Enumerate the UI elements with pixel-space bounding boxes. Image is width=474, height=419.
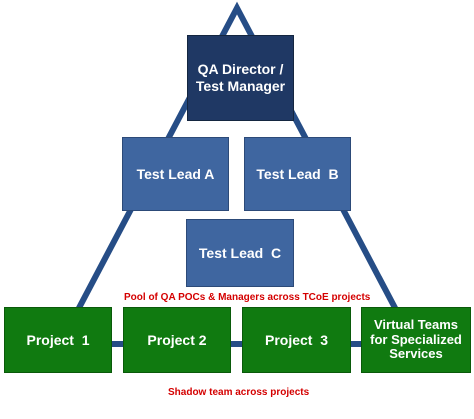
project-1-box: Project 1 — [4, 307, 112, 373]
virtual-teams-line3: Services — [389, 346, 443, 362]
test-lead-c-box: Test Lead C — [186, 219, 294, 287]
project-1-label: Project 1 — [26, 331, 90, 348]
qa-director-line1: QA Director / — [197, 61, 284, 78]
virtual-teams-box: Virtual Teams for Specialized Services — [361, 307, 471, 373]
qa-director-box: QA Director / Test Manager — [187, 35, 294, 121]
shadow-caption: Shadow team across projects — [168, 387, 310, 398]
project-2-box: Project 2 — [123, 307, 231, 373]
test-lead-b-label: Test Lead B — [256, 165, 339, 182]
virtual-teams-line2: for Specialized — [370, 331, 462, 347]
test-lead-a-box: Test Lead A — [122, 137, 229, 211]
test-lead-b-box: Test Lead B — [244, 137, 351, 211]
project-2-label: Project 2 — [147, 331, 207, 348]
virtual-teams-line1: Virtual Teams — [373, 316, 459, 332]
project-3-box: Project 3 — [242, 307, 351, 373]
test-lead-c-label: Test Lead C — [198, 244, 282, 261]
qa-director-line2: Test Manager — [195, 78, 286, 94]
test-lead-a-label: Test Lead A — [136, 165, 215, 182]
pool-caption: Pool of QA POCs & Managers across TCoE p… — [124, 292, 371, 303]
project-3-label: Project 3 — [264, 331, 329, 348]
